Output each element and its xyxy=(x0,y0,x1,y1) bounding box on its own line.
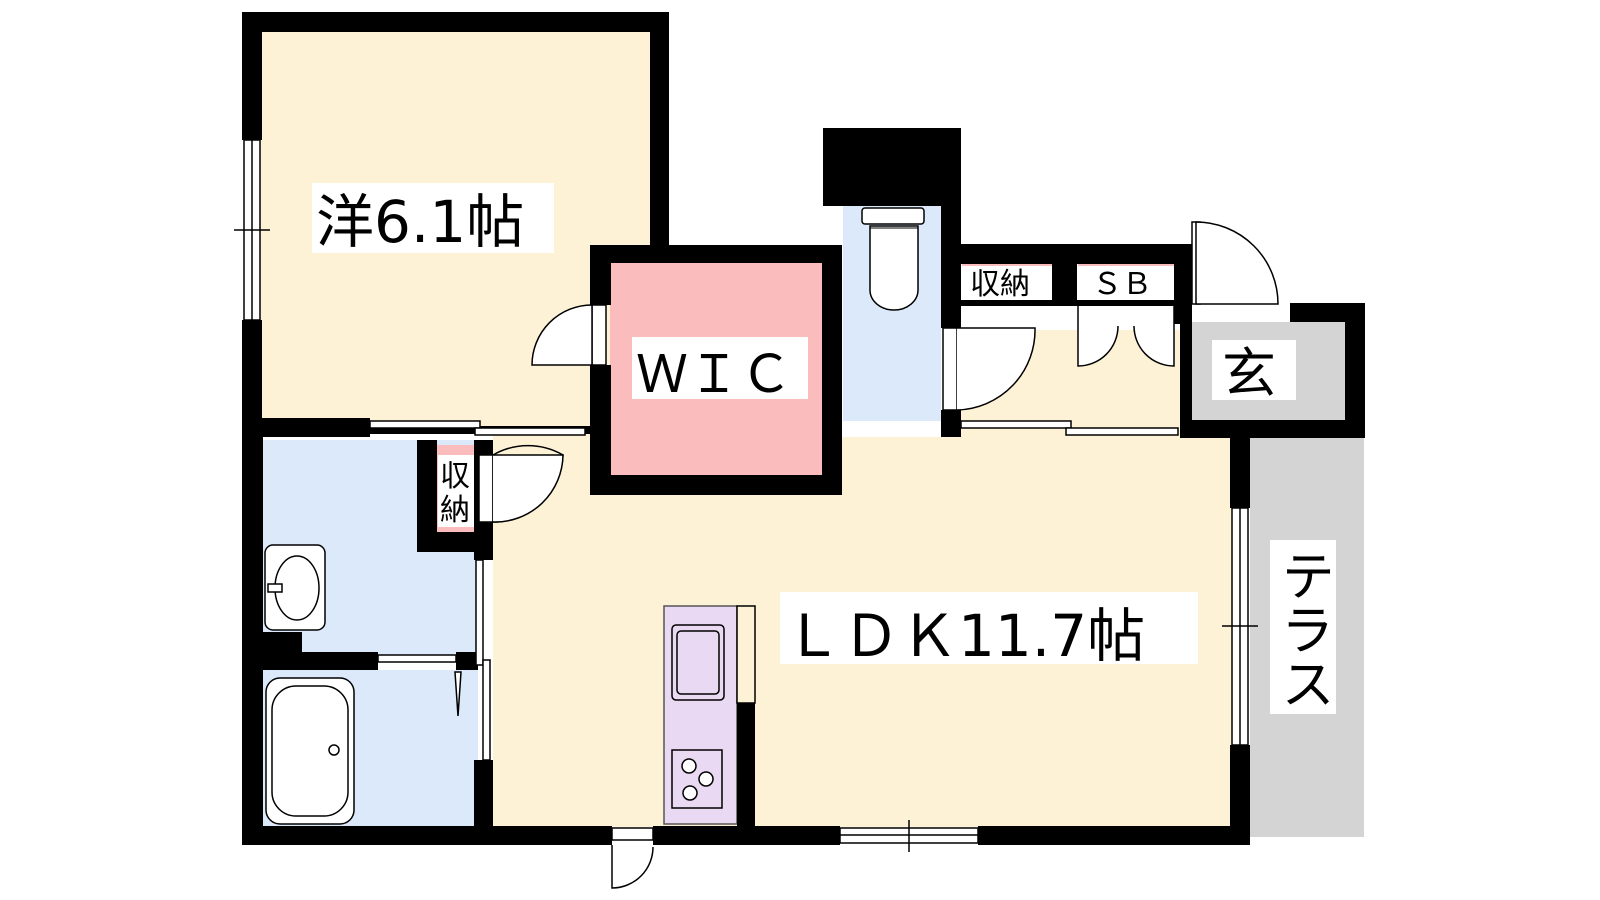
wall xyxy=(1180,420,1365,438)
room-label-storage-left-1: 収 xyxy=(440,459,470,494)
sliding-door xyxy=(1065,427,1179,436)
wall xyxy=(941,300,1181,306)
wall xyxy=(1174,303,1192,323)
wall xyxy=(242,12,262,140)
room-label-storage-left-2: 納 xyxy=(440,493,470,528)
door-swing xyxy=(1195,221,1279,305)
room-label-western: 洋6.1帖 xyxy=(316,188,524,256)
wall xyxy=(417,532,477,552)
wall xyxy=(822,245,842,495)
door-leaf xyxy=(942,327,958,411)
stove-icon xyxy=(671,749,723,809)
wall xyxy=(456,652,478,670)
sliding-doors xyxy=(369,420,1179,761)
room-label-entrance: 玄 xyxy=(1222,342,1276,405)
room-label-ldk: ＬＤＫ11.7帖 xyxy=(784,602,1145,670)
door-leaf xyxy=(591,304,607,366)
wall xyxy=(242,12,668,32)
wall xyxy=(823,128,961,206)
sliding-door xyxy=(474,427,586,436)
door-swing xyxy=(1077,306,1119,367)
door-swing xyxy=(1133,306,1175,367)
wall xyxy=(242,826,612,845)
door-leaf xyxy=(478,454,494,523)
wall xyxy=(242,320,262,430)
wall xyxy=(1230,430,1250,508)
wall xyxy=(590,475,842,495)
sliding-door xyxy=(960,420,1072,429)
toilet-bowl-icon xyxy=(869,225,919,311)
toilet-tank xyxy=(861,207,925,225)
shower-icon xyxy=(454,671,462,717)
windows xyxy=(234,139,1258,852)
sliding-door xyxy=(369,420,481,429)
wall xyxy=(242,418,370,437)
fixtures xyxy=(264,207,925,825)
sliding-door xyxy=(482,659,491,761)
wall xyxy=(653,826,840,845)
wall xyxy=(941,410,961,437)
label-backgrounds xyxy=(312,183,1336,714)
wall xyxy=(1230,745,1250,845)
room-label-wic: ＷＩＣ xyxy=(636,345,792,405)
wall xyxy=(978,826,1250,845)
wall xyxy=(590,365,611,495)
door-leaf xyxy=(611,827,654,841)
wall xyxy=(941,128,961,328)
room-label-terrace: テラス xyxy=(1272,548,1335,710)
wall xyxy=(737,703,755,827)
wall xyxy=(1345,303,1365,438)
wall xyxy=(474,760,493,845)
room-labels: 洋6.1帖 ＷＩＣ ＬＤＫ11.7帖 玄 収納 ＳＢ 収 納 テラス xyxy=(316,188,1335,710)
sliding-door xyxy=(377,654,457,663)
room-label-storage-top: 収納 xyxy=(970,267,1030,302)
wall xyxy=(1052,244,1077,306)
wall xyxy=(417,440,437,552)
swing-doors xyxy=(478,221,1279,889)
wall xyxy=(263,652,378,670)
counter-edge xyxy=(736,605,756,704)
sliding-door xyxy=(475,559,484,666)
wall xyxy=(650,12,669,247)
room-label-shoe-box: ＳＢ xyxy=(1092,267,1152,302)
wall xyxy=(1180,322,1192,438)
door-swing xyxy=(531,304,593,366)
wall xyxy=(590,245,840,263)
walls xyxy=(242,12,1365,845)
wall xyxy=(590,245,611,305)
door-swing xyxy=(611,845,654,889)
door-swing xyxy=(956,327,1036,411)
